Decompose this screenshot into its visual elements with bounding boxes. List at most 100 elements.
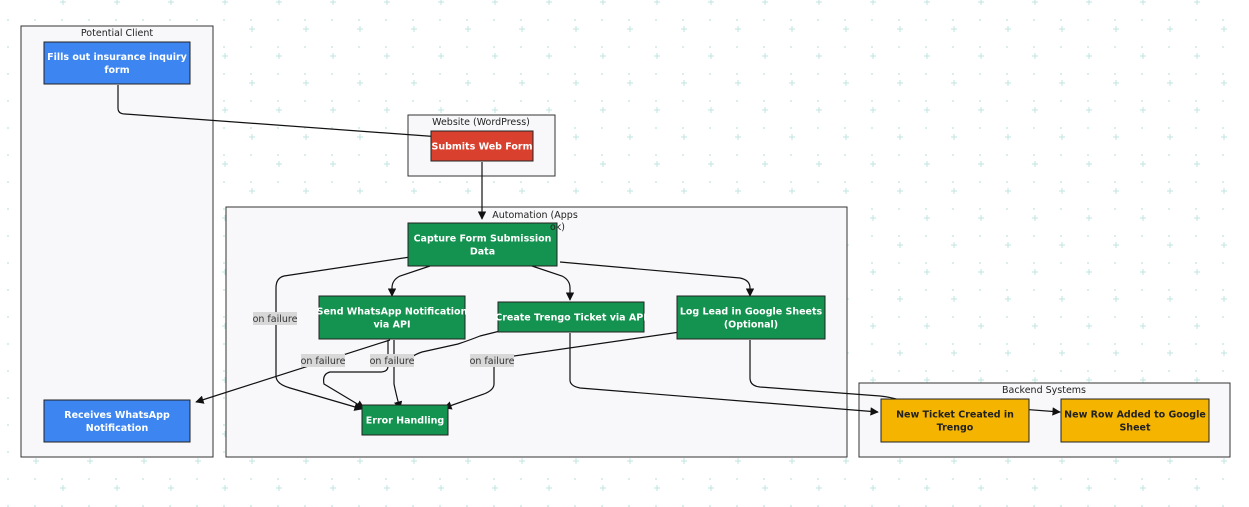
grid-plus-mark bbox=[1005, 134, 1011, 140]
grid-plus-mark bbox=[1221, 296, 1227, 302]
node-label-line: Error Handling bbox=[366, 416, 444, 427]
grid-plus-mark bbox=[924, 269, 930, 275]
grid-plus-mark bbox=[546, 0, 552, 5]
grid-plus-mark bbox=[816, 0, 822, 5]
grid-plus-mark bbox=[762, 161, 768, 167]
grid-plus-mark bbox=[1032, 161, 1038, 167]
svg-text:on failure: on failure bbox=[370, 356, 415, 367]
grid-plus-mark bbox=[1167, 188, 1173, 194]
grid-plus-mark bbox=[1059, 350, 1065, 356]
grid-plus-mark bbox=[1113, 242, 1119, 248]
grid-plus-mark bbox=[708, 53, 714, 59]
grid-plus-mark bbox=[357, 134, 363, 140]
grid-plus-mark bbox=[573, 458, 579, 464]
grid-plus-mark bbox=[843, 134, 849, 140]
node-label-line: Create Trengo Ticket via API bbox=[495, 313, 647, 324]
grid-plus-mark bbox=[1059, 296, 1065, 302]
node-whatsapp[interactable]: Send WhatsApp Notification via API bbox=[317, 295, 468, 340]
grid-plus-mark bbox=[1221, 80, 1227, 86]
grid-plus-mark bbox=[681, 188, 687, 194]
grid-plus-mark bbox=[1194, 161, 1200, 167]
grid-plus-mark bbox=[222, 0, 228, 5]
grid-plus-mark bbox=[978, 0, 984, 5]
grid-plus-mark bbox=[573, 134, 579, 140]
node-sheets[interactable]: Log Lead in Google Sheets(Optional) bbox=[676, 295, 826, 340]
grid-plus-mark bbox=[276, 107, 282, 113]
grid-plus-mark bbox=[1167, 296, 1173, 302]
node-trengo[interactable]: Create Trengo Ticket via API bbox=[495, 301, 647, 333]
node-label-line: Data bbox=[470, 247, 495, 258]
svg-text:on failure: on failure bbox=[301, 356, 346, 367]
edge-capture-to-whatsapp bbox=[387, 265, 431, 297]
grid-plus-mark bbox=[519, 458, 525, 464]
grid-plus-mark bbox=[897, 242, 903, 248]
grid-plus-mark bbox=[1113, 134, 1119, 140]
grid-plus-mark bbox=[897, 296, 903, 302]
grid-plus-mark bbox=[1140, 53, 1146, 59]
grid-plus-mark bbox=[222, 107, 228, 113]
grid-plus-mark bbox=[303, 188, 309, 194]
grid-plus-mark bbox=[222, 53, 228, 59]
grid-plus-mark bbox=[1032, 107, 1038, 113]
node-label-line: Log Lead in Google Sheets bbox=[680, 307, 823, 318]
grid-plus-mark bbox=[870, 323, 876, 329]
grid-plus-mark bbox=[438, 53, 444, 59]
grid-plus-mark bbox=[870, 161, 876, 167]
grid-plus-mark bbox=[600, 485, 606, 491]
grid-plus-mark bbox=[1032, 53, 1038, 59]
grid-plus-mark bbox=[1059, 458, 1065, 464]
node-label-line: via API bbox=[373, 320, 410, 331]
grid-plus-mark bbox=[1140, 0, 1146, 5]
grid-plus-mark bbox=[168, 0, 174, 5]
grid-plus-mark bbox=[1059, 80, 1065, 86]
grid-plus-mark bbox=[897, 80, 903, 86]
grid-plus-mark bbox=[627, 26, 633, 32]
grid-plus-mark bbox=[762, 485, 768, 491]
grid-plus-mark bbox=[330, 107, 336, 113]
grid-plus-mark bbox=[519, 80, 525, 86]
grid-plus-mark bbox=[735, 188, 741, 194]
grid-plus-mark bbox=[276, 0, 282, 5]
grid-plus-mark bbox=[1086, 323, 1092, 329]
grid-plus-mark bbox=[573, 26, 579, 32]
grid-plus-mark bbox=[465, 188, 471, 194]
grid-plus-mark bbox=[1140, 161, 1146, 167]
grid-plus-mark bbox=[1032, 323, 1038, 329]
node-error[interactable]: Error Handling bbox=[361, 404, 449, 436]
grid-plus-mark bbox=[843, 26, 849, 32]
node-label-line: form bbox=[104, 65, 129, 76]
grid-plus-mark bbox=[438, 485, 444, 491]
grid-plus-mark bbox=[465, 26, 471, 32]
grid-plus-mark bbox=[1140, 377, 1146, 383]
edge-label-fail-whatsapp-left: on failure bbox=[301, 354, 346, 367]
grid-plus-mark bbox=[1032, 215, 1038, 221]
node-label-line: Trengo bbox=[937, 423, 974, 434]
grid-plus-mark bbox=[330, 485, 336, 491]
edge-label-fail-whatsapp: on failure bbox=[370, 354, 415, 367]
grid-plus-mark bbox=[951, 80, 957, 86]
node-label-line: Receives WhatsApp bbox=[64, 410, 170, 421]
edge-capture-to-trengo bbox=[531, 265, 575, 301]
grid-plus-mark bbox=[492, 485, 498, 491]
node-submit-form[interactable]: Submits Web Form bbox=[430, 130, 534, 162]
grid-plus-mark bbox=[1221, 26, 1227, 32]
grid-plus-mark bbox=[600, 53, 606, 59]
grid-plus-mark bbox=[303, 458, 309, 464]
node-label-line: Send WhatsApp Notification bbox=[317, 307, 468, 318]
grid-plus-mark bbox=[627, 458, 633, 464]
grid-plus-mark bbox=[1194, 215, 1200, 221]
grid-plus-mark bbox=[1113, 458, 1119, 464]
grid-plus-mark bbox=[870, 215, 876, 221]
grid-plus-mark bbox=[465, 80, 471, 86]
grid-plus-mark bbox=[1221, 188, 1227, 194]
grid-plus-mark bbox=[249, 80, 255, 86]
grid-plus-mark bbox=[951, 350, 957, 356]
grid-plus-mark bbox=[276, 485, 282, 491]
grid-plus-mark bbox=[762, 107, 768, 113]
